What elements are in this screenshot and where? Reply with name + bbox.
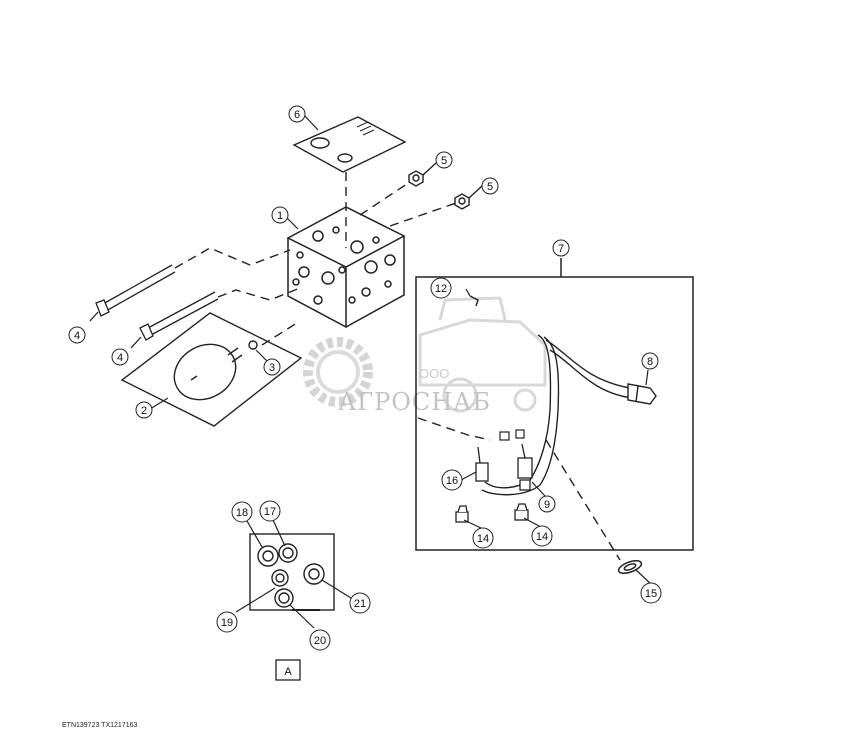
long-bolt-upper	[89, 264, 176, 322]
callout-14-left: 14	[472, 527, 494, 549]
view-a-label: A	[284, 666, 292, 678]
connector-8	[627, 383, 657, 405]
callouts: 6 5 5 1 7 12 4 4	[68, 105, 662, 651]
fitting-lower	[454, 185, 483, 210]
svg-text:16: 16	[446, 475, 458, 487]
fitting-upper	[408, 162, 437, 187]
clip-14-right	[514, 503, 529, 521]
clip-14-left	[455, 505, 469, 523]
connector-16	[475, 446, 489, 482]
view-a-valve-block	[249, 533, 335, 611]
callout-6: 6	[288, 105, 306, 123]
watermark: ООО АГРОСНАБ	[303, 296, 547, 416]
svg-text:1: 1	[277, 210, 283, 222]
valve-block	[286, 206, 406, 329]
callout-9: 9	[538, 495, 556, 513]
svg-text:14: 14	[536, 531, 548, 543]
callout-5-lower: 5	[481, 177, 499, 195]
callout-17: 17	[259, 500, 281, 522]
callout-4-upper: 4	[68, 326, 86, 344]
callout-12: 12	[430, 277, 452, 299]
callout-8: 8	[641, 352, 659, 370]
svg-text:4: 4	[74, 330, 80, 342]
callout-4-lower: 4	[111, 348, 129, 366]
svg-text:19: 19	[221, 617, 233, 629]
sensor-connectors	[499, 429, 525, 441]
callout-15: 15	[640, 582, 662, 604]
watermark-company-name: АГРОСНАБ	[338, 388, 491, 416]
svg-text:14: 14	[477, 533, 489, 545]
watermark-combine-icon	[418, 296, 547, 413]
callout-14-right: 14	[531, 525, 553, 547]
callout-2: 2	[135, 401, 153, 419]
callout-7: 7	[552, 239, 570, 257]
assembly-leader-lines	[174, 172, 621, 561]
accumulator	[120, 312, 303, 427]
callout-20: 20	[309, 629, 331, 651]
svg-text:2: 2	[141, 405, 147, 417]
watermark-gear-icon	[303, 337, 373, 407]
svg-text:17: 17	[264, 506, 276, 518]
svg-text:20: 20	[314, 635, 326, 647]
callout-1: 1	[271, 206, 289, 224]
harness-detail-box	[415, 258, 694, 551]
svg-text:18: 18	[236, 507, 248, 519]
callout-18: 18	[231, 501, 253, 523]
svg-text:15: 15	[645, 588, 657, 600]
svg-text:6: 6	[294, 109, 300, 121]
svg-text:7: 7	[558, 243, 564, 255]
svg-text:9: 9	[544, 499, 550, 511]
callout-5-upper: 5	[435, 151, 453, 169]
connector-9	[517, 443, 533, 491]
wire-harness	[469, 295, 633, 496]
watermark-prefix: ООО	[419, 366, 449, 381]
svg-text:12: 12	[435, 283, 447, 295]
cover-plate	[292, 116, 407, 173]
svg-text:4: 4	[117, 352, 123, 364]
svg-text:5: 5	[441, 155, 447, 167]
svg-text:5: 5	[487, 181, 493, 193]
figure-identifiers: ETN139723 TX1217163	[62, 722, 138, 729]
svg-text:8: 8	[647, 356, 653, 368]
long-bolt-lower	[130, 291, 219, 349]
callout-3: 3	[263, 358, 281, 376]
callout-16: 16	[441, 469, 463, 491]
callout-19: 19	[216, 611, 238, 633]
svg-text:21: 21	[354, 598, 366, 610]
svg-text:3: 3	[269, 362, 275, 374]
callout-21: 21	[349, 592, 371, 614]
view-a-label-box: A	[275, 659, 301, 681]
grommet-15	[617, 560, 643, 574]
callout-leaders	[149, 114, 652, 629]
